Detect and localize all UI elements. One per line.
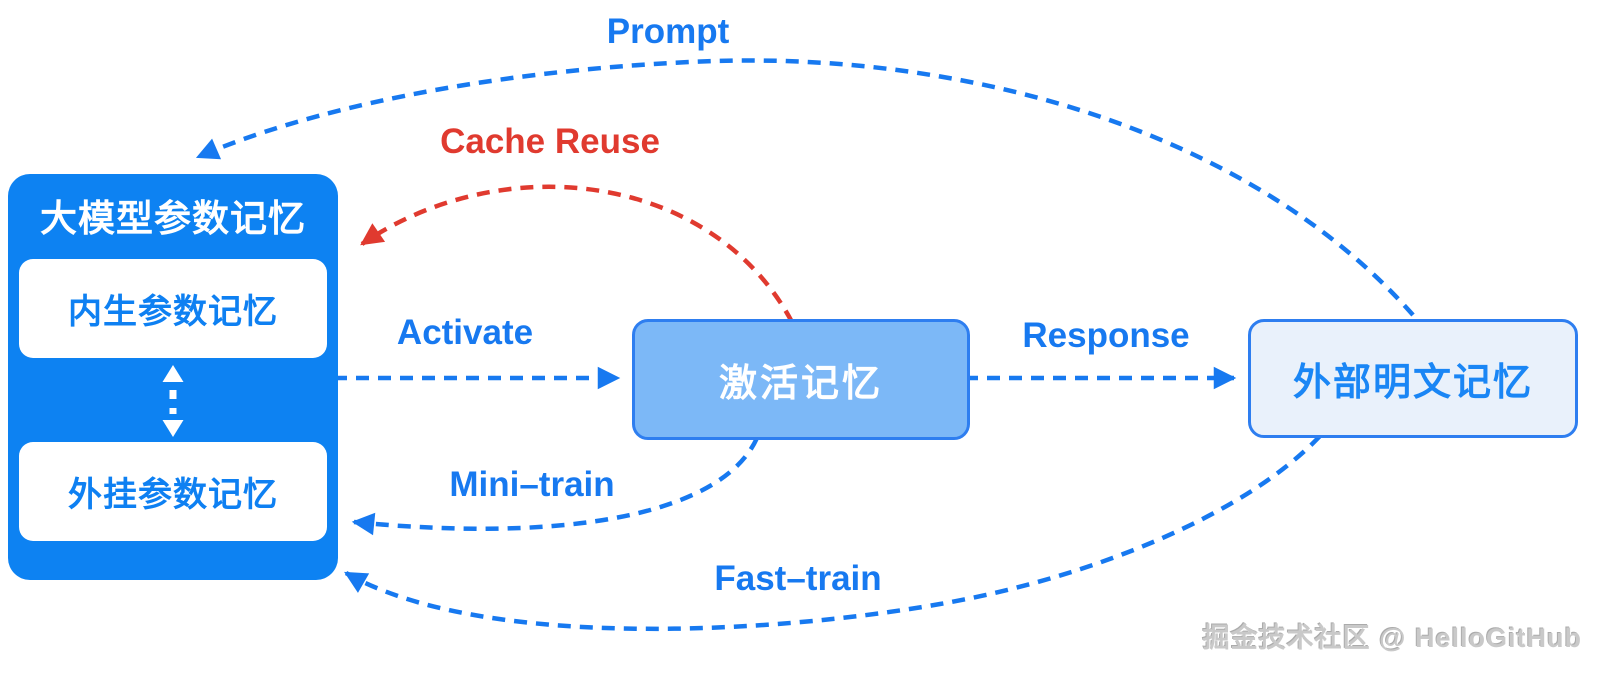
mini-train-edge [351,437,760,536]
llm-parameter-memory-title: 大模型参数记忆 [40,198,306,239]
cache-reuse-edge [360,184,794,324]
prompt-edge [195,58,1415,317]
mini-train-edge-label: Mini–train [449,465,615,504]
fast-train-edge-label: Fast–train [714,559,882,598]
fast-train-edge [344,434,1322,632]
intrinsic-parameter-memory-label: 内生参数记忆 [68,293,278,331]
prompt-edge-label: Prompt [606,12,730,51]
activate-edge-label: Activate [396,313,534,352]
llm-parameter-memory-box: 大模型参数记忆 内生参数记忆 外挂参数记忆 [8,174,338,580]
activated-memory-box: 激活记忆 [632,319,970,440]
watermark: 掘金技术社区 @ HelloGitHub [1202,623,1582,653]
response-edge-label: Response [1022,316,1190,355]
plugin-parameter-memory-label: 外挂参数记忆 [68,476,278,514]
plugin-parameter-memory-box: 外挂参数记忆 [19,442,327,541]
activated-memory-label: 激活记忆 [718,363,883,405]
bidirectional-arrow-icon [162,365,184,437]
external-plaintext-memory-label: 外部明文记忆 [1292,362,1533,404]
cache-reuse-edge-label: Cache Reuse [440,122,660,161]
external-plaintext-memory-box: 外部明文记忆 [1248,319,1578,438]
intrinsic-parameter-memory-box: 内生参数记忆 [19,259,327,358]
